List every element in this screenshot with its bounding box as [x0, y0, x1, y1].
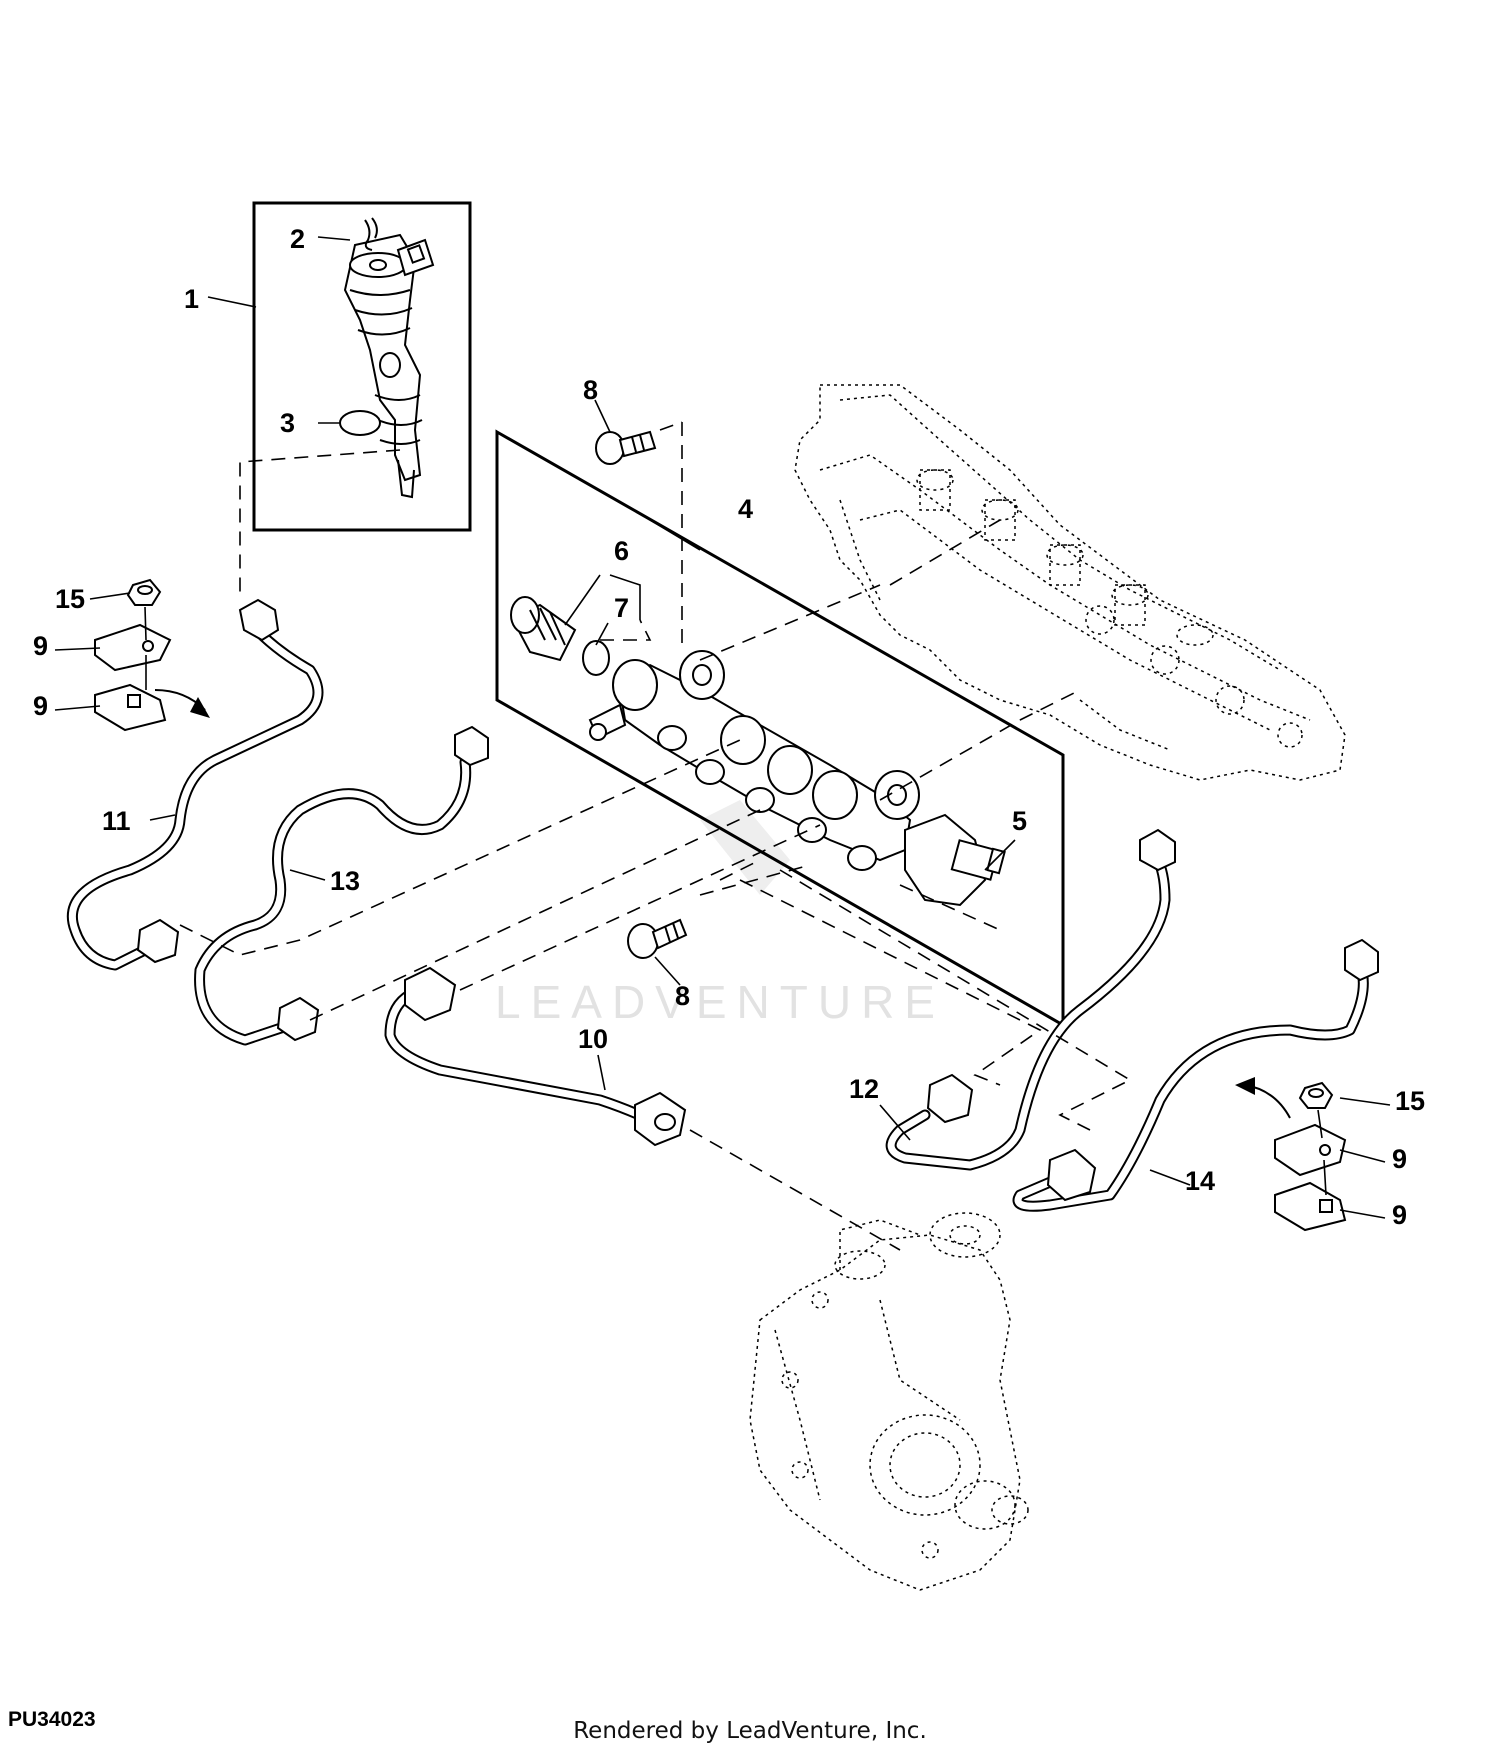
watermark: LEADVENTURE — [495, 772, 945, 1028]
injector-wire-harness — [364, 217, 378, 251]
callout-13: 13 — [330, 866, 360, 896]
rail-bolt-bottom[interactable] — [627, 918, 688, 959]
callout-labels: 1 2 3 4 5 6 7 8 8 9 9 9 9 10 11 12 13 14… — [33, 224, 1425, 1230]
callout-1: 1 — [184, 284, 199, 314]
fuel-line-11[interactable] — [66, 598, 324, 971]
clamp-left-axis — [144, 606, 147, 690]
callout-4: 4 — [738, 494, 753, 524]
fuel-injector[interactable] — [343, 233, 435, 499]
callout-15-right: 15 — [1395, 1086, 1425, 1116]
fuel-rail[interactable] — [588, 650, 920, 871]
fuel-line-12[interactable] — [885, 828, 1176, 1171]
valve-o-ring[interactable] — [582, 640, 610, 676]
callout-leaders — [54, 236, 1391, 1219]
clamp-left-upper[interactable] — [94, 623, 172, 672]
diagram-id: PU34023 — [8, 1708, 96, 1731]
clamp-right-lower[interactable] — [1274, 1181, 1347, 1232]
callout-10: 10 — [578, 1024, 608, 1054]
callout-7: 7 — [614, 593, 629, 623]
footer-credit: Rendered by LeadVenture, Inc. — [573, 1718, 927, 1744]
clamp-right-upper[interactable] — [1274, 1123, 1347, 1177]
callout-9-left-lower: 9 — [33, 691, 48, 721]
rotate-arrow-right — [1235, 1077, 1291, 1119]
callout-8-top: 8 — [583, 375, 598, 405]
assembly-lines — [179, 421, 1132, 1251]
callout-8-bottom: 8 — [675, 981, 690, 1011]
callout-9-right-lower: 9 — [1392, 1200, 1407, 1230]
callout-3: 3 — [280, 408, 295, 438]
fuel-line-13[interactable] — [194, 725, 489, 1046]
callout-6: 6 — [614, 536, 629, 566]
callout-5: 5 — [1012, 806, 1027, 836]
rail-pressure-sensor[interactable] — [904, 813, 1006, 907]
callout-9-left-upper: 9 — [33, 631, 48, 661]
callout-2: 2 — [290, 224, 305, 254]
clamp-right-axis — [1317, 1109, 1327, 1196]
fuel-line-14[interactable] — [1012, 938, 1379, 1212]
rail-bolt-top[interactable] — [595, 430, 657, 465]
callout-12: 12 — [849, 1074, 879, 1104]
watermark-text: LEADVENTURE — [495, 976, 945, 1028]
rotate-arrow-left — [154, 689, 210, 718]
fuel-rail-assembly-box — [495, 429, 1065, 1028]
callout-9-right-upper: 9 — [1392, 1144, 1407, 1174]
fuel-pump-outline — [749, 1212, 1029, 1591]
callout-14: 14 — [1185, 1166, 1215, 1196]
fuel-line-10[interactable] — [384, 966, 687, 1147]
clamp-left-lower[interactable] — [94, 683, 167, 732]
injector-kit-box — [252, 201, 472, 532]
injector-seal-washer[interactable] — [339, 410, 381, 436]
callout-15-left: 15 — [55, 584, 85, 614]
clamp-nut-left[interactable] — [126, 578, 162, 606]
pressure-relief-valve[interactable] — [510, 596, 577, 662]
clamp-nut-right[interactable] — [1298, 1081, 1334, 1109]
engine-head-outline — [794, 384, 1346, 781]
callout-11: 11 — [102, 806, 131, 836]
